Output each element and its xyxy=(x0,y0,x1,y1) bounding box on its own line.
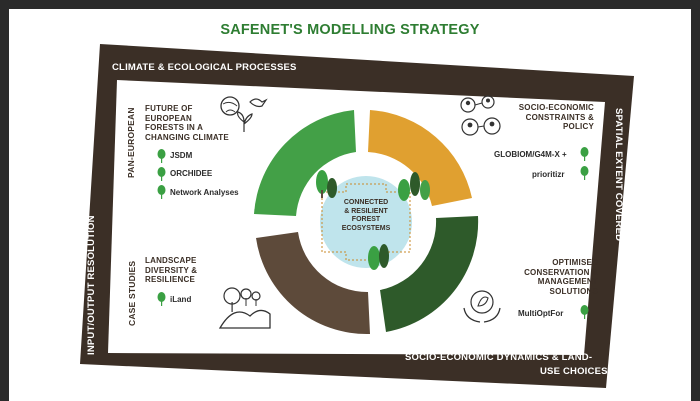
model-tree-icon xyxy=(580,305,589,319)
ring-segment-gold xyxy=(368,110,472,206)
model-globiom: GLOBIOM/G4M-X + xyxy=(494,150,567,159)
model-network-analyses: Network Analyses xyxy=(170,188,239,197)
model-multioptfor: MultiOptFor xyxy=(518,309,564,318)
heading-future-forests: FUTURE OF EUROPEAN FORESTS IN A CHANGING… xyxy=(145,104,229,142)
model-tree-icon xyxy=(580,147,589,161)
model-prioritizr: prioritizr xyxy=(532,170,565,179)
frame-label-bottom-2: USE CHOICES xyxy=(540,366,608,377)
model-tree-icon xyxy=(157,149,166,163)
ring-segment-green xyxy=(254,110,356,216)
landscape-trees-icon xyxy=(218,287,271,329)
ring-segment-darkgreen xyxy=(380,216,479,332)
model-tree-icon xyxy=(157,167,166,181)
center-label: CONNECTED & RESILIENT FOREST ECOSYSTEMS xyxy=(341,199,391,232)
model-tree-icon xyxy=(580,166,589,180)
ring-segment-brown xyxy=(256,232,370,335)
model-jsdm: JSDM xyxy=(170,151,193,160)
frame-label-top: CLIMATE & ECOLOGICAL PROCESSES xyxy=(112,62,297,73)
heading-landscape: LANDSCAPE DIVERSITY & RESILIENCE xyxy=(145,256,198,284)
model-orchidee: ORCHIDEE xyxy=(170,169,213,178)
hands-globe-leaf-icon xyxy=(463,290,501,323)
frame-label-bottom-1: SOCIO-ECONOMIC DYNAMICS & LAND- xyxy=(405,352,593,363)
heading-socio-economic: SOCIO-ECONOMIC CONSTRAINTS & POLICY xyxy=(518,103,594,131)
heading-optimised-solutions: OPTIMISED CONSERVATION & MANAGEMENT SOLU… xyxy=(524,258,598,296)
model-tree-icon xyxy=(157,292,166,306)
globe-bird-plant-icon xyxy=(220,96,268,132)
model-iland: iLand xyxy=(170,295,192,304)
diagram-title: SAFENET'S MODELLING STRATEGY xyxy=(220,22,480,38)
people-network-icon xyxy=(460,95,501,136)
model-tree-icon xyxy=(157,185,166,199)
